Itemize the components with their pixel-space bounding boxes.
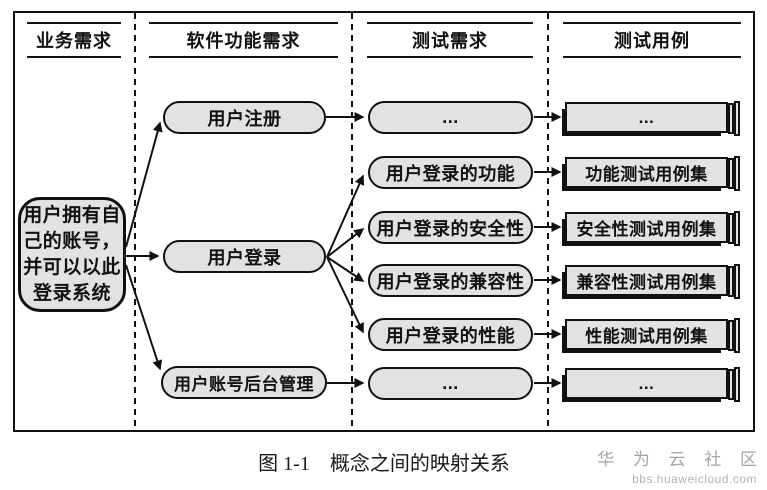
column-header-business-requirements: 业务需求 bbox=[27, 22, 121, 58]
test-req-node-performance: 用户登录的性能 bbox=[368, 318, 533, 351]
business-requirement-line: 己的账号， bbox=[23, 230, 121, 252]
business-requirement-line: 并可以以此 bbox=[23, 256, 121, 278]
figure-caption-number: 图 1-1 bbox=[258, 453, 310, 475]
node-user-login: 用户登录 bbox=[163, 240, 326, 273]
column-header-test-cases: 测试用例 bbox=[563, 22, 741, 58]
figure-caption: 图 1-1 概念之间的映射关系 bbox=[13, 447, 755, 476]
business-requirement-node: 用户拥有自 己的账号， 并可以以此 登录系统 bbox=[18, 197, 126, 312]
watermark: 华 为 云 社 区 bbs.huaweicloud.com bbox=[597, 445, 757, 486]
figure-caption-text: 概念之间的映射关系 bbox=[329, 453, 510, 475]
dashed-separator-1 bbox=[134, 13, 136, 430]
watermark-url: bbs.huaweicloud.com bbox=[632, 472, 757, 486]
test-req-node-functionality: 用户登录的功能 bbox=[368, 156, 533, 189]
watermark-title: 华 为 云 社 区 bbox=[597, 450, 764, 469]
node-account-backend-admin: 用户账号后台管理 bbox=[161, 366, 327, 399]
test-req-node-security: 用户登录的安全性 bbox=[368, 211, 533, 244]
test-case-node-compatibility-suite: 兼容性测试用例集 bbox=[565, 264, 740, 299]
test-req-node-compatibility: 用户登录的兼容性 bbox=[368, 264, 533, 297]
test-req-node-ellipsis-top: ... bbox=[368, 101, 533, 134]
test-case-node-functional-suite: 功能测试用例集 bbox=[565, 156, 740, 191]
node-user-register: 用户注册 bbox=[163, 101, 326, 134]
column-header-software-functional-requirements: 软件功能需求 bbox=[149, 22, 338, 58]
test-case-node-security-suite: 安全性测试用例集 bbox=[565, 211, 740, 246]
column-header-test-requirements: 测试需求 bbox=[367, 22, 533, 58]
dashed-separator-3 bbox=[547, 13, 549, 430]
business-requirement-line: 登录系统 bbox=[32, 282, 111, 304]
test-req-node-ellipsis-bottom: ... bbox=[368, 367, 533, 400]
dashed-separator-2 bbox=[351, 13, 353, 430]
test-case-node-ellipsis-top: ... bbox=[565, 101, 740, 136]
test-case-node-ellipsis-bottom: ... bbox=[565, 367, 740, 402]
business-requirement-line: 用户拥有自 bbox=[23, 204, 121, 226]
test-case-node-performance-suite: 性能测试用例集 bbox=[565, 318, 740, 353]
